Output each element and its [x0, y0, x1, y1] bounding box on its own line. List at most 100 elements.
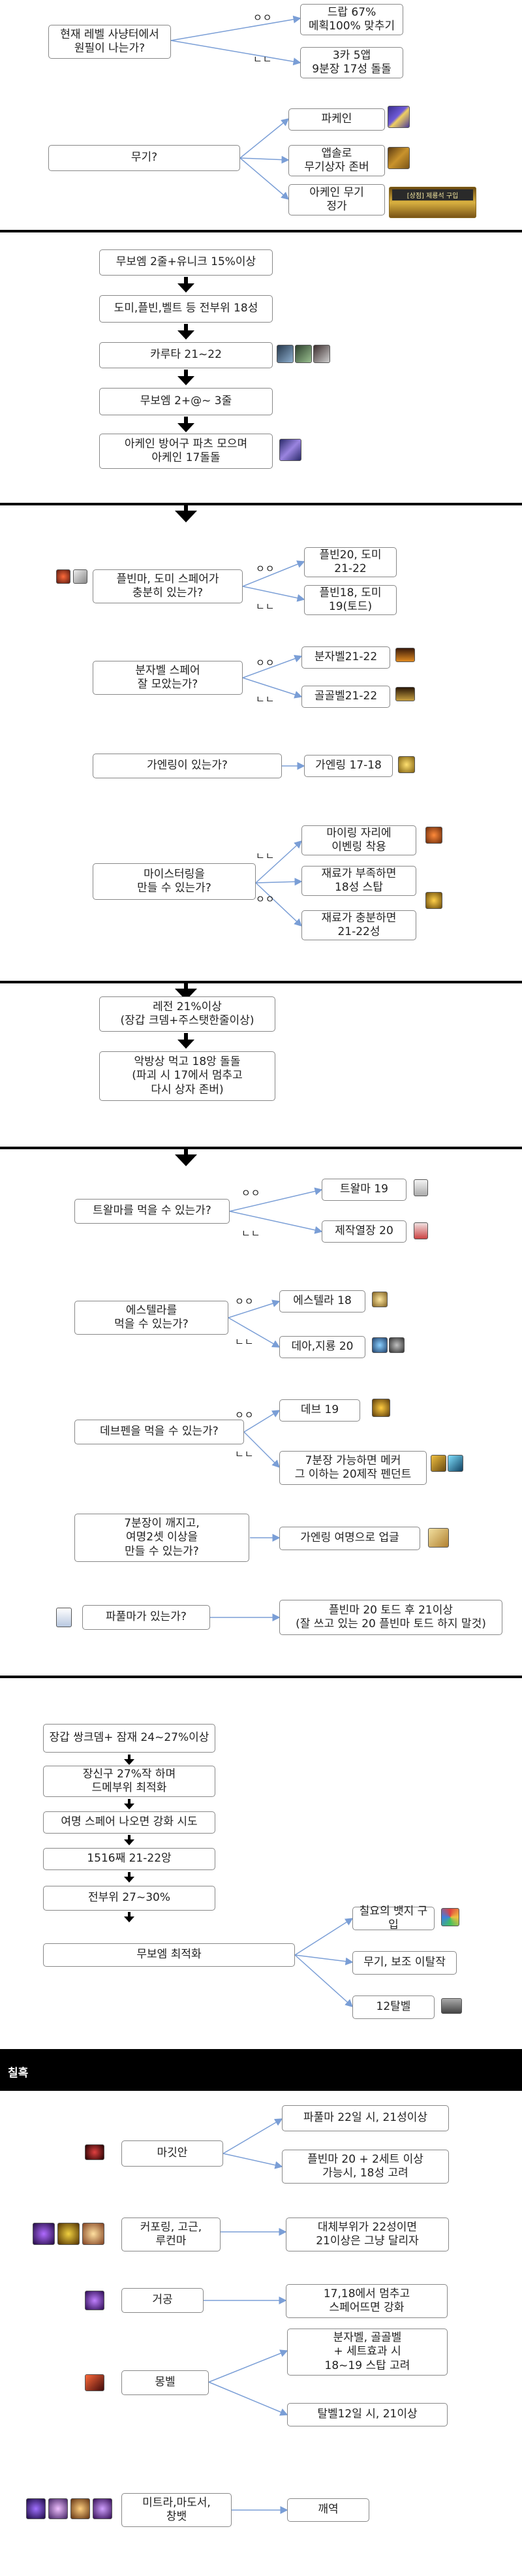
answer-absolab-box: 앱솔로 무기상자 존버	[288, 145, 385, 176]
pitch-magic-eyepatch: 마깃안	[121, 2140, 223, 2167]
answer-material-short: 재료가 부족하면 18성 스탑	[301, 866, 416, 896]
no-label: ㄴㄴ	[253, 54, 273, 65]
answer-3-card: 3카 5앱 9분장 17성 돌돌	[300, 47, 403, 78]
answer-twilight-19: 트왈마 19	[322, 1179, 407, 1201]
yes-label: ㅇㅇ	[241, 1187, 261, 1199]
answer-estella-18: 에스텔라 18	[279, 1290, 365, 1312]
answer-pb-mark-upgrade: 플빈마 20 토드 후 21이상 (잘 쓰고 있는 20 플빈마 토드 하지 말…	[279, 1600, 502, 1635]
question-dev-pendant: 데브펜을 먹을 수 있는가?	[74, 1420, 244, 1444]
estella-earring-icon	[372, 1292, 388, 1307]
no-label: ㄴㄴ	[235, 1448, 254, 1460]
answer-pb20-dom21: 플빈20, 도미 21-22	[304, 547, 397, 577]
no-label: ㄴㄴ	[256, 601, 275, 612]
dev-pendant-icon	[372, 1399, 390, 1417]
question-spare-parts: 플빈마, 도미 스페어가 충분히 있는가?	[93, 569, 243, 603]
tyrant-belt-icon	[441, 1998, 462, 2014]
step-all-parts-18-star: 도미,플빈,벨트 등 전부위 18성	[99, 295, 273, 323]
question-estella: 에스텔라를 먹을 수 있는가?	[74, 1301, 228, 1335]
yes-label: ㅇㅇ	[235, 1296, 254, 1307]
genesis-badge-icon	[70, 2498, 90, 2519]
answer-r2: 대체부위가 22성이면 21이상은 그냥 달리자	[286, 2218, 449, 2251]
dea-sidus-icon	[372, 1337, 388, 1353]
question-meister-ring: 마이스터링을 만들 수 있는가?	[93, 863, 256, 900]
question-ganesh-ring: 가엔링이 있는가?	[93, 754, 282, 778]
answer-r4-tyrant: 탈벨12일 시, 21이상	[287, 2403, 448, 2426]
black-heart-icon	[85, 2144, 104, 2160]
emblem-icon	[93, 2498, 112, 2519]
belt-icon-1	[395, 648, 415, 662]
answer-hexa-belt: 분자벨21-22	[301, 646, 390, 669]
yes-label: ㅇㅇ	[256, 657, 275, 669]
answer-seven-days-badge: 칠요의 뱃지 구입	[352, 1905, 435, 1932]
question-belt-spare: 분자벨 스페어 잘 모았는가?	[93, 661, 243, 695]
answer-dawn-upgrade: 가엔링 여명으로 업글	[279, 1527, 420, 1550]
arcane-armor-icon	[279, 439, 301, 461]
mitra-rage-icon	[26, 2498, 46, 2519]
shop-banner-label: [상점] 제룡석 구입	[392, 189, 473, 200]
question-weapon: 무기?	[48, 145, 240, 171]
step-legendary-gloves: 레전 21%이상 (장갑 크뎀+주스탯한줄이상)	[99, 996, 275, 1032]
root-abyss-bottom-icon	[313, 345, 330, 363]
answer-event-ring: 마이링 자리에 이벤링 착용	[301, 825, 416, 855]
answer-crafted-eye-20: 제작열장 20	[322, 1220, 407, 1243]
step-accessory-27: 장신구 27%작 하며 드메부위 최적화	[43, 1766, 215, 1797]
fafnir-mark-icon	[56, 1608, 72, 1627]
commanding-force-icon	[33, 2223, 55, 2245]
step-arcane-armor: 아케인 방어구 파츠 모으며 아케인 17돌돌	[99, 434, 273, 469]
berserked-icon	[82, 2223, 104, 2245]
endless-terror-icon	[57, 2223, 80, 2245]
question-dawn-set: 7분장이 깨지고, 여명2셋 이상을 만들 수 있는가?	[74, 1514, 249, 1562]
step-weapon-emblem-opt: 무보엠 최적화	[43, 1943, 295, 1967]
no-label: ㄴㄴ	[235, 1336, 254, 1348]
answer-r1-pb20: 플빈마 20 + 2세트 이상 가능시, 18성 고려	[282, 2150, 449, 2184]
step-weapon-potential: 무보엠 2줄+유니크 15%이상	[99, 249, 273, 276]
crafted-eye-icon	[414, 1222, 428, 1239]
pitch-dreamy-belt: 몽벨	[121, 2370, 209, 2395]
step-tyrant-box: 악방상 먹고 18앙 돌돌 (파괴 시 17에서 멈추고 다시 상자 존버)	[99, 1051, 275, 1101]
step-1516-star: 1516째 21-22앙	[43, 1848, 215, 1870]
mecha-pendant-icon	[431, 1455, 446, 1472]
pitch-mitra-book-badge: 미트라,마도서, 창뱃	[121, 2493, 232, 2527]
twilight-mark-icon	[414, 1179, 428, 1196]
pitch-ring-items: 커포링, 고근, 루컨마	[121, 2218, 221, 2251]
no-label: ㄴㄴ	[256, 850, 275, 862]
meister-ring-icon	[425, 892, 442, 909]
arcane-shop-banner-icon: [상점] 제룡석 구입	[389, 187, 476, 218]
no-label: ㄴㄴ	[241, 1228, 261, 1239]
question-fafnir-mark: 파풀마가 있는가?	[82, 1605, 210, 1630]
fafnir-weapon-icon	[388, 106, 410, 128]
answer-pb18-dom19: 플빈18, 도미 19(토드)	[304, 585, 397, 615]
step-weapon-emblem-3-line: 무보엠 2+@~ 3줄	[99, 388, 273, 415]
pitch-source-suffering: 거공	[121, 2288, 204, 2313]
no-label: ㄴㄴ	[256, 693, 275, 705]
step-dawn-spare: 여명 스페어 나오면 강화 시도	[43, 1811, 215, 1834]
answer-dea-dragon-20: 데아,지룡 20	[279, 1336, 365, 1358]
root-abyss-top-icon	[295, 345, 312, 363]
answer-r5: 깨역	[287, 2498, 369, 2522]
step-root-abyss-star: 카루타 21~22	[99, 342, 273, 368]
dominator-pendant-icon	[73, 569, 87, 584]
crafted-pendant-icon	[448, 1455, 463, 1472]
belt-icon-2	[395, 687, 415, 701]
answer-r4-hexa: 분자벨, 골골벨 + 세트효과 시 18~19 스탑 고려	[287, 2329, 448, 2376]
yes-label: ㅇㅇ	[256, 563, 275, 575]
answer-material-enough: 재료가 충분하면 21-22성	[301, 910, 416, 940]
answer-ganesh-ring-17: 가엔링 17-18	[304, 755, 393, 777]
step-all-parts-27: 전부위 27~30%	[43, 1886, 215, 1911]
root-abyss-helmet-icon	[277, 345, 294, 363]
source-of-suffering-icon	[85, 2291, 104, 2310]
answer-dev-19: 데브 19	[279, 1399, 360, 1422]
seven-days-badge-icon	[441, 1908, 459, 1926]
answer-golden-belt: 골골벨21-22	[301, 686, 390, 708]
answer-12-tyrant-belt: 12탈벨	[352, 1996, 435, 2019]
absolab-weapon-icon	[388, 147, 410, 169]
pitch-black-title: 칠흑	[8, 2067, 29, 2080]
question-twilight-mark: 트왈마를 먹을 수 있는가?	[74, 1199, 230, 1224]
magic-book-icon	[48, 2498, 68, 2519]
dragon-earring-icon	[389, 1337, 405, 1353]
answer-r1-22: 파풀마 22일 시, 21성이상	[282, 2105, 449, 2131]
section-header-bar	[0, 2049, 522, 2091]
dreamy-belt-icon	[85, 2374, 104, 2391]
answer-mecha-pendant: 7분장 가능하면 메커 그 이하는 20제작 펜던트	[279, 1451, 427, 1485]
